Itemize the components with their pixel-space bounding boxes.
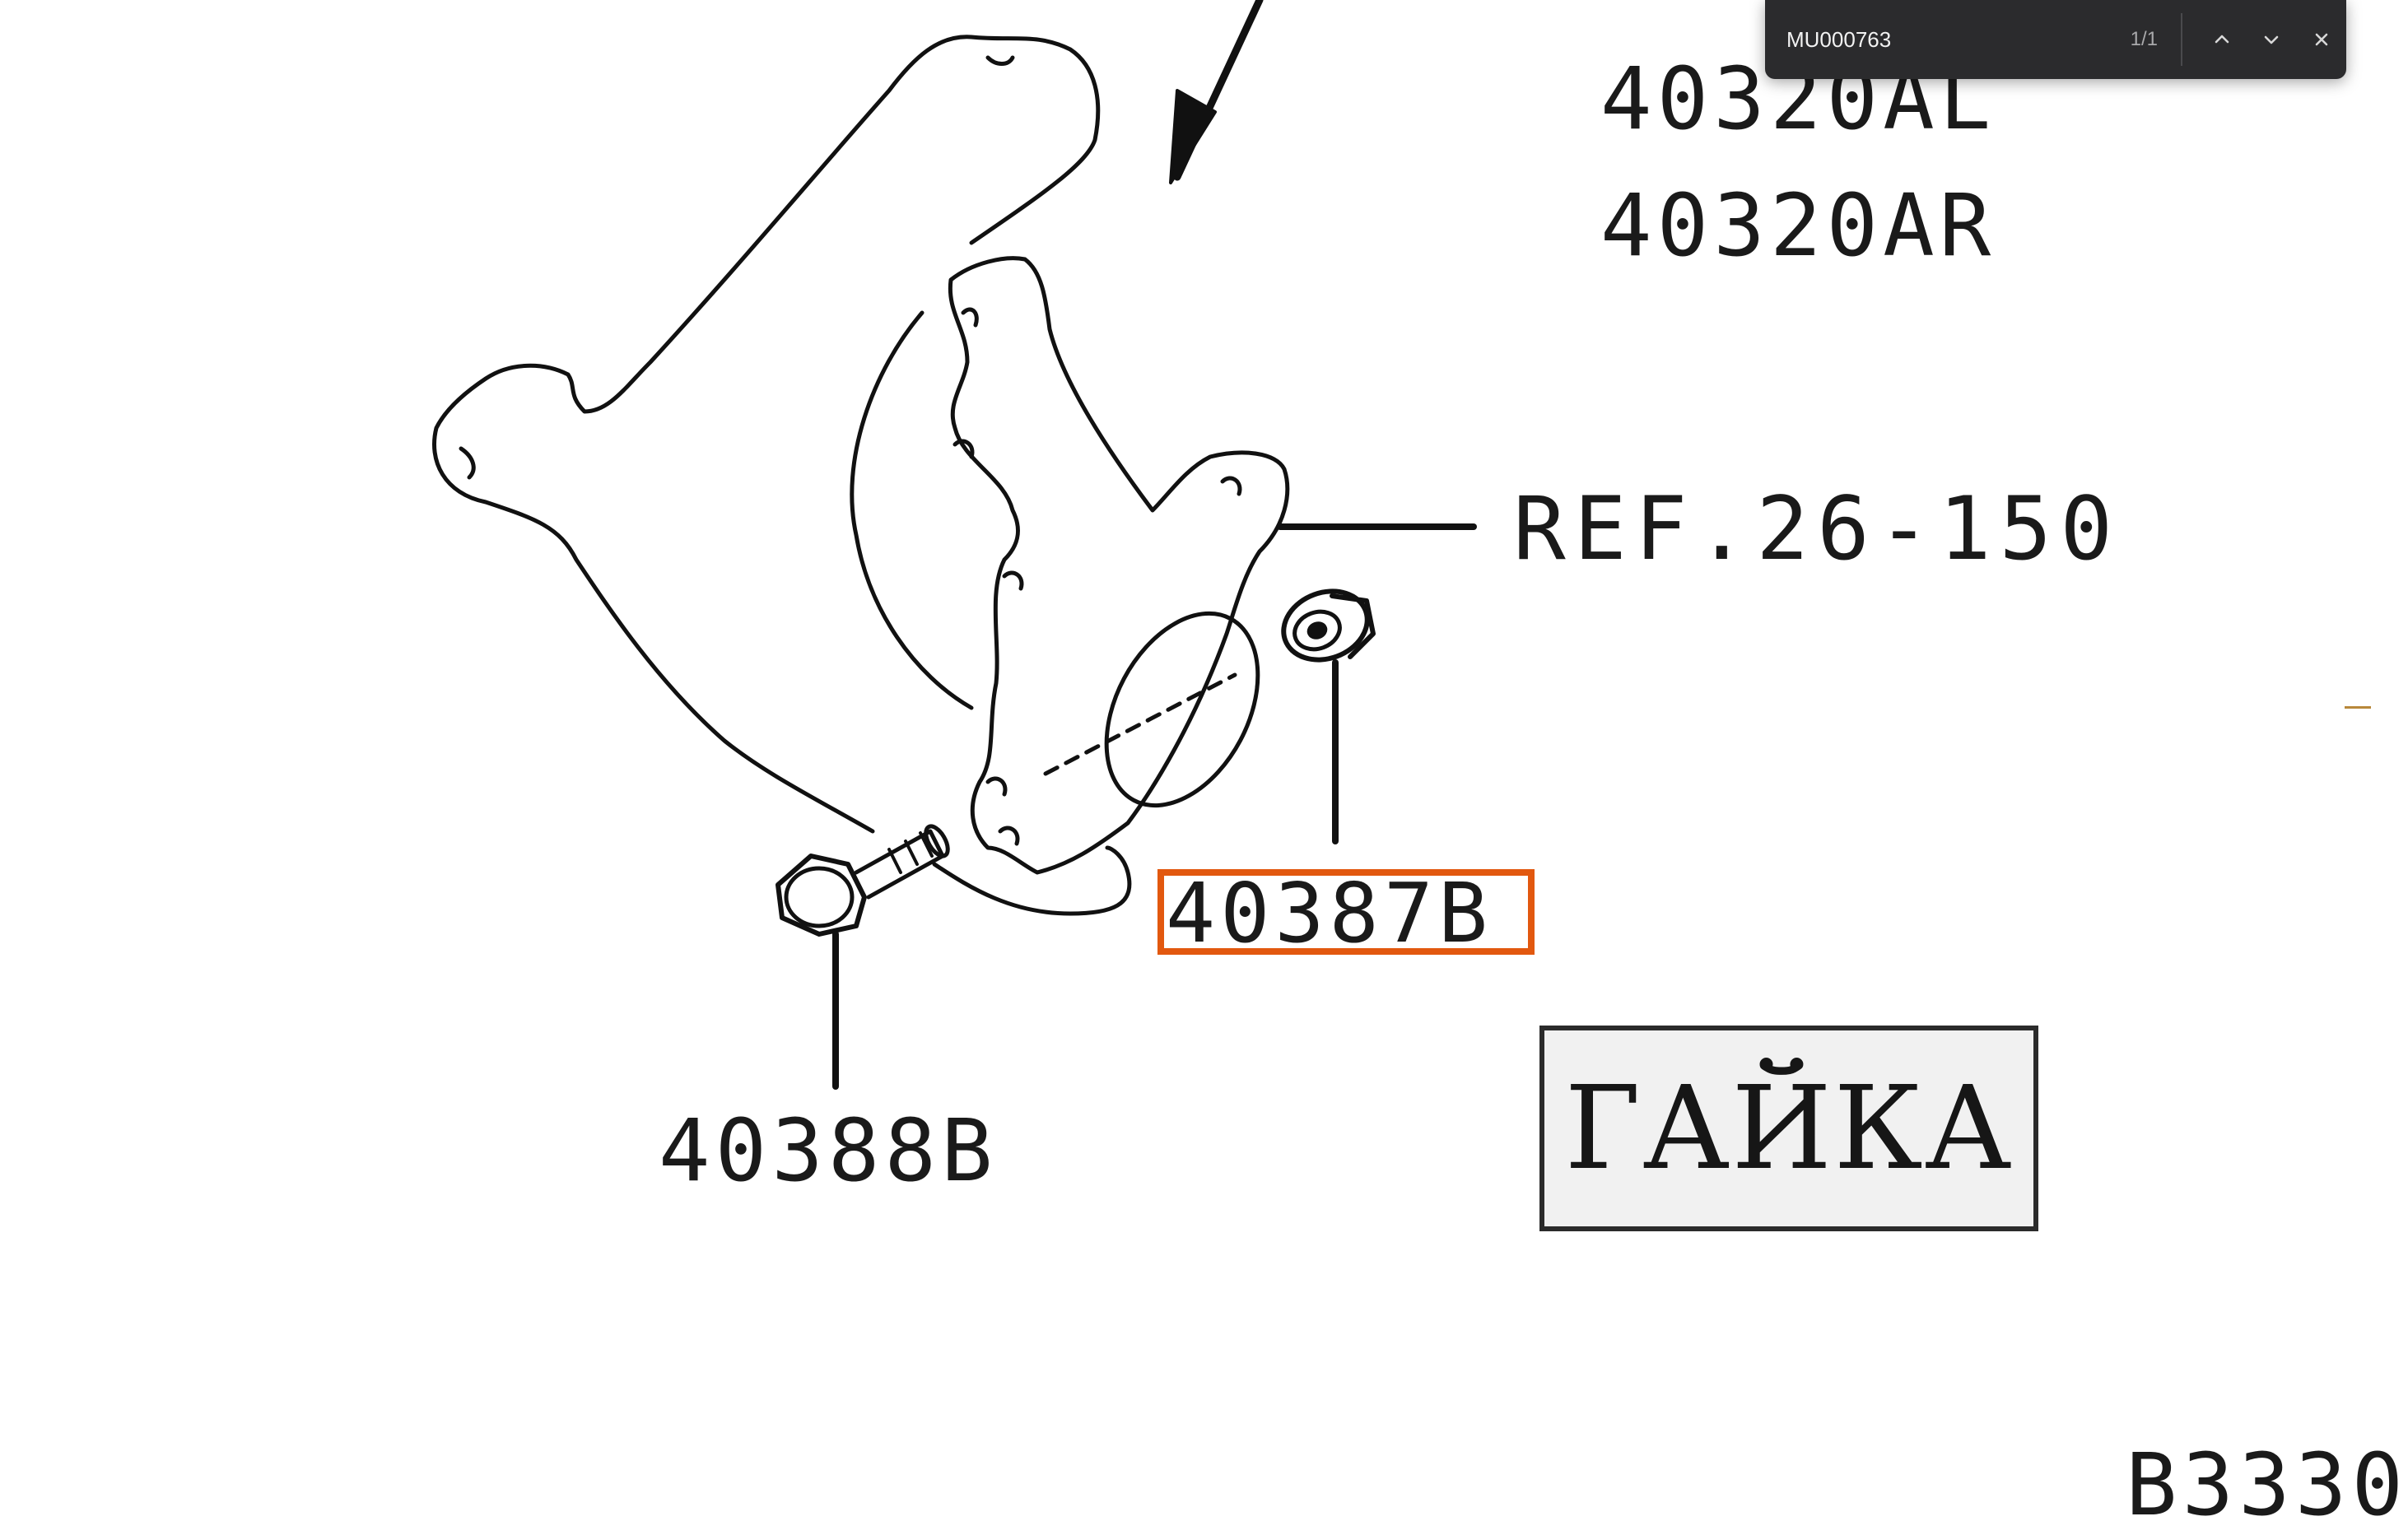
part-name-card: ГАЙКА <box>1539 1026 2038 1231</box>
part-label-40388b: 40388B <box>659 1100 998 1201</box>
edge-marker <box>2345 706 2371 709</box>
parts-diagram-viewer: 40320AL 40320AR REF.26-150 40387B 40388B… <box>432 0 2403 1528</box>
match-count: 1/1 <box>2130 28 2159 50</box>
chevron-down-icon <box>2265 35 2279 44</box>
previous-match-button[interactable] <box>2197 13 2247 66</box>
nut-drawing <box>1281 588 1376 663</box>
bolt-drawing <box>775 824 950 937</box>
close-icon <box>2315 33 2328 46</box>
next-match-button[interactable] <box>2247 13 2296 66</box>
part-label-40387b: 40387B <box>1166 865 1493 961</box>
find-input[interactable] <box>1785 14 2084 65</box>
find-divider <box>2181 13 2182 66</box>
reference-label: REF.26-150 <box>1513 478 2122 579</box>
lower-arm-outline <box>432 35 1101 834</box>
chevron-up-icon <box>2215 35 2229 44</box>
find-bar: 1/1 <box>1765 0 2346 79</box>
part-name-text: ГАЙКА <box>1564 1061 2014 1196</box>
part-label-40320ar: 40320AR <box>1600 175 1996 276</box>
close-find-button[interactable] <box>2297 13 2346 66</box>
search-match-highlight <box>1157 869 1535 955</box>
parts-diagram-drawing <box>432 0 1477 1090</box>
part-label-partial: B3330 <box>2126 1435 2408 1535</box>
steering-knuckle-outline <box>948 256 1290 875</box>
